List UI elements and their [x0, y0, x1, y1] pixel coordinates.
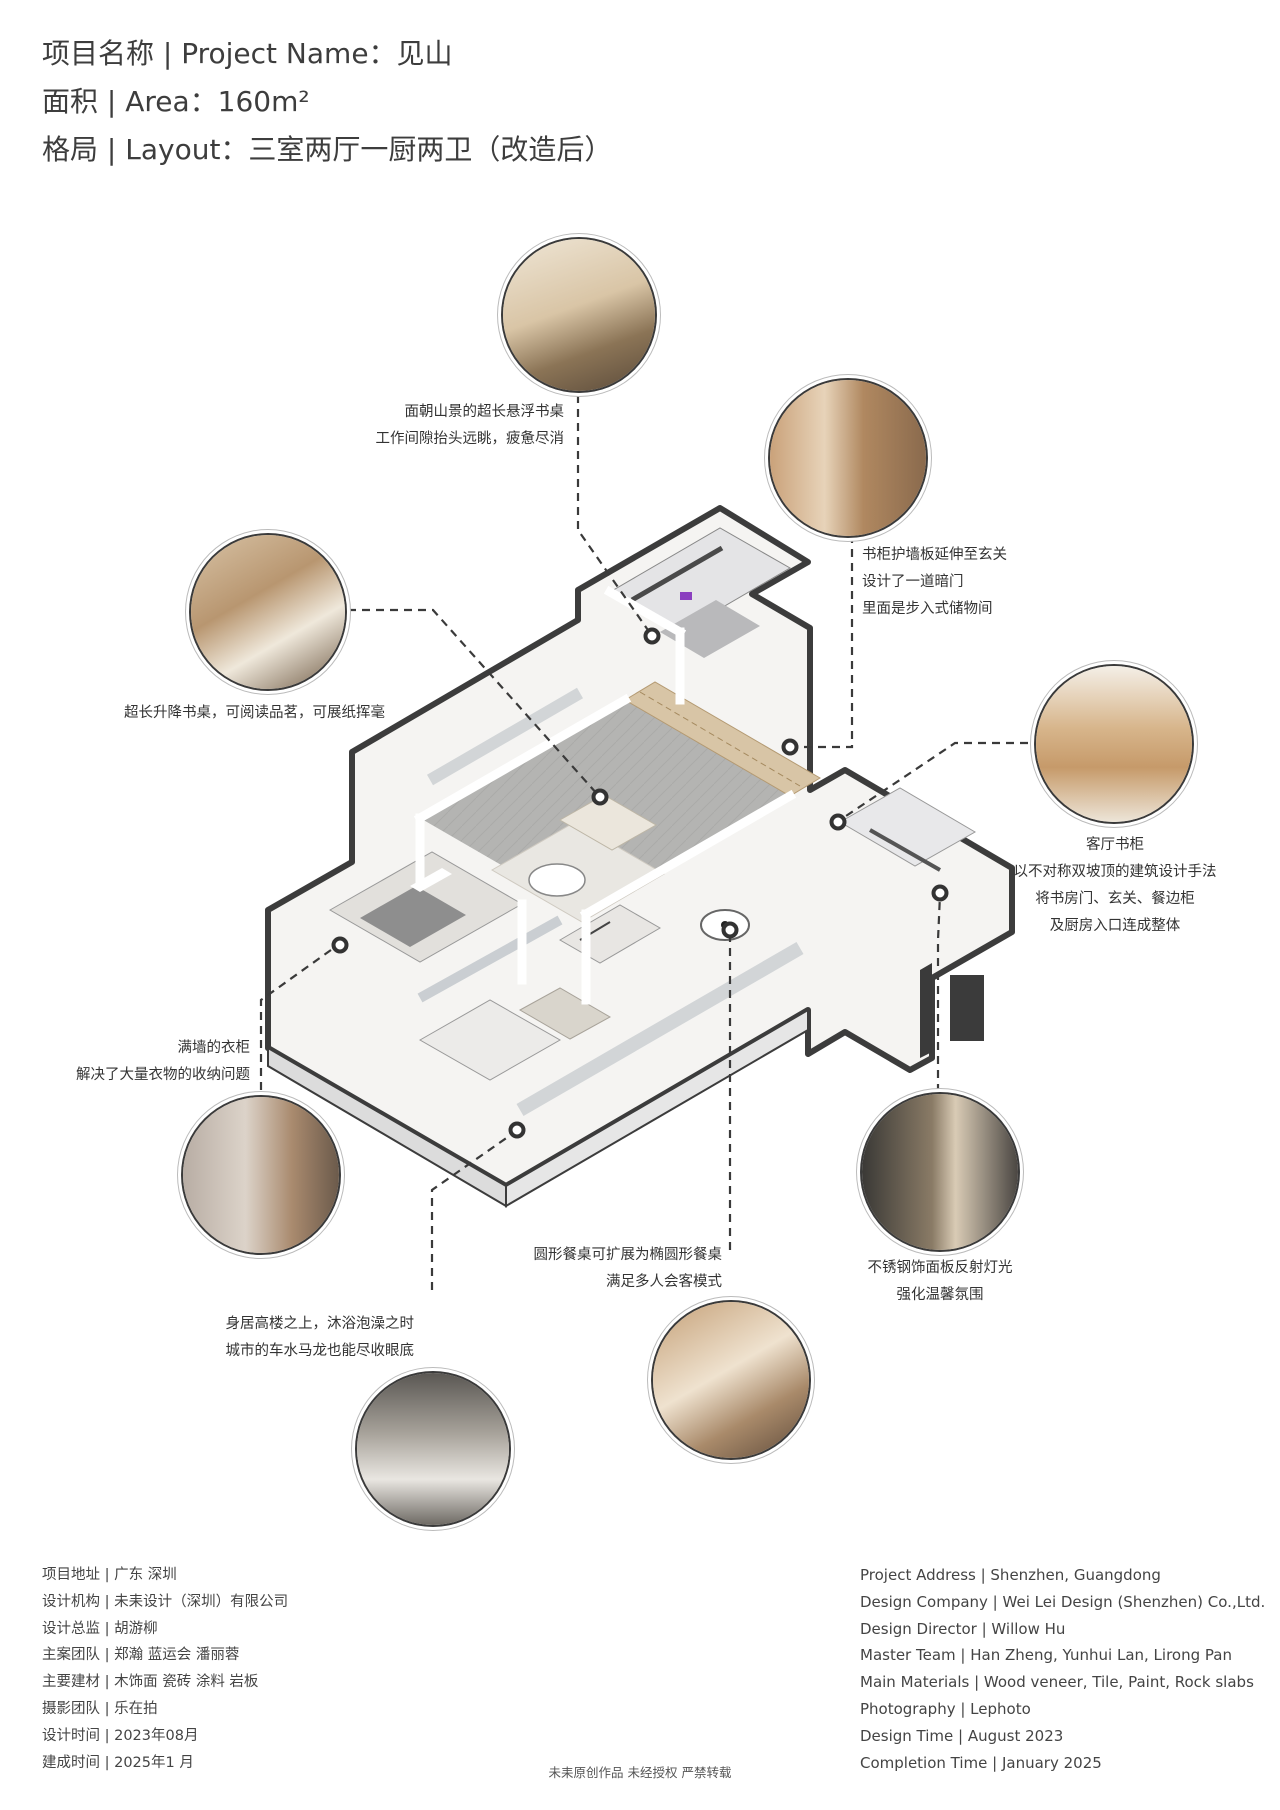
info-en-design-time: Design Time | August 2023 [860, 1726, 1064, 1745]
photo-lift-desk [191, 535, 345, 689]
copyright-notice: 未耒原创作品 未经授权 严禁转载 [548, 1765, 732, 1780]
info-cn-director: 设计总监 | 胡游柳 [42, 1620, 158, 1637]
callout-study-desk: 面朝山景的超长悬浮书桌 工作间隙抬头远眺，疲惫尽消 [375, 404, 565, 447]
photo-steel-panel [862, 1094, 1018, 1250]
callout-bath: 身居高楼之上，沐浴泡澡之时 城市的车水马龙也能尽收眼底 [225, 1316, 415, 1359]
project-info-en: Project Address | Shenzhen, Guangdong De… [860, 1562, 1265, 1776]
photo-study-desk [503, 239, 655, 391]
callout-dining-table: 圆形餐桌可扩展为椭圆形餐桌 满足多人会客模式 [533, 1247, 723, 1290]
info-en-company: Design Company | Wei Lei Design (Shenzhe… [860, 1592, 1266, 1611]
info-en-photography: Photography | Lephoto [860, 1699, 1031, 1718]
info-en-address: Project Address | Shenzhen, Guangdong [860, 1566, 1161, 1584]
photo-bath [357, 1373, 509, 1525]
info-cn-photography: 摄影团队 | 乐在拍 [42, 1700, 158, 1717]
info-en-materials: Main Materials | Wood veneer, Tile, Pain… [860, 1673, 1254, 1692]
info-cn-team: 主案团队 | 郑瀚 蓝运会 潘丽蓉 [42, 1647, 240, 1664]
project-header: 项目名称 | Project Name：见山 面积 | Area：160m² 格… [42, 30, 612, 174]
callout-steel-panel: 不锈钢饰面板反射灯光 强化温馨氛围 [867, 1260, 1013, 1303]
info-cn-materials: 主要建材 | 木饰面 瓷砖 涂料 岩板 [42, 1674, 259, 1691]
callout-wardrobe: 满墙的衣柜 解决了大量衣物的收纳问题 [76, 1040, 250, 1083]
info-en-director: Design Director | Willow Hu [860, 1619, 1066, 1638]
info-cn-design-time: 设计时间 | 2023年08月 [42, 1727, 199, 1744]
callout-bookcase-panel: 书柜护墙板延伸至玄关 设计了一道暗门 里面是步入式储物间 [862, 547, 1007, 617]
project-info-cn: 项目地址 | 广东 深圳 设计机构 | 未耒设计（深圳）有限公司 设计总监 | … [42, 1562, 288, 1776]
photo-bookcase-panel [770, 380, 926, 536]
project-layout: 格局 | Layout：三室两厅一厨两卫（改造后） [42, 133, 613, 166]
project-name: 项目名称 | Project Name：见山 [42, 37, 453, 70]
leader-lines [259, 395, 1028, 1290]
plan-markers [331, 627, 949, 1139]
info-cn-completion-time: 建成时间 | 2025年1 月 [42, 1754, 194, 1771]
photo-dining-table [653, 1302, 809, 1458]
info-en-team: Master Team | Han Zheng, Yunhui Lan, Lir… [860, 1646, 1232, 1665]
photo-wardrobe [183, 1097, 339, 1253]
info-cn-address: 项目地址 | 广东 深圳 [42, 1567, 177, 1583]
bookcase-wall [624, 681, 821, 797]
project-area: 面积 | Area：160m² [42, 85, 310, 118]
photo-living-bookcase [1036, 666, 1192, 822]
info-en-completion-time: Completion Time | January 2025 [860, 1753, 1102, 1772]
info-cn-company: 设计机构 | 未耒设计（深圳）有限公司 [42, 1593, 289, 1610]
callout-living-bookcase: 客厅书柜 以不对称双坡顶的建筑设计手法 将书房门、玄关、餐边柜 及厨房入口连成整… [1013, 837, 1217, 934]
callout-lift-desk: 超长升降书桌，可阅读品茗，可展纸挥毫 [124, 705, 385, 721]
